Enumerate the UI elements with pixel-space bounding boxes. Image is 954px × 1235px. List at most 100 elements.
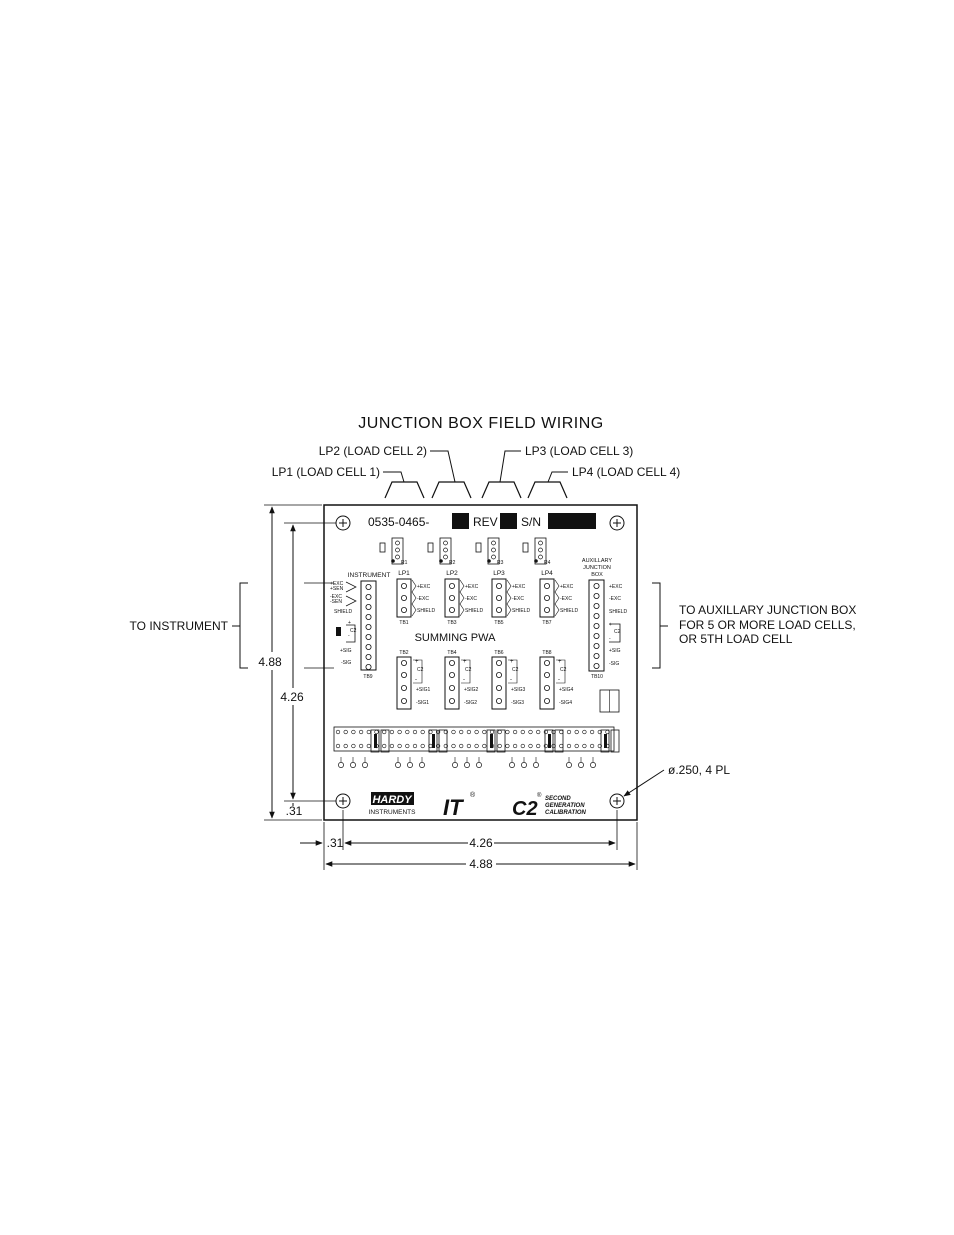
mounting-hole-icon <box>335 515 351 531</box>
sn-label: S/N <box>521 515 541 529</box>
c2-label: C2 <box>560 667 567 673</box>
pad-icon <box>391 559 395 563</box>
header-icon <box>487 537 500 565</box>
hardy-logo-subtext: INSTRUMENTS <box>369 809 417 816</box>
resistor-label: R3 <box>497 560 504 566</box>
pin-icon <box>443 547 448 553</box>
component-pad-icon <box>366 743 371 749</box>
mounting-holes <box>335 515 625 809</box>
resistor-label: R2 <box>449 560 456 566</box>
ic-icon <box>370 729 380 753</box>
terminal-pin-icon <box>365 634 372 641</box>
hole-callout-label: ø.250, 4 PL <box>668 763 730 777</box>
component-pad-icon <box>397 743 402 749</box>
dim-left-offset: .31 <box>327 836 344 850</box>
lp-label: LP4 <box>541 570 553 577</box>
test-point-icon <box>407 762 413 768</box>
ic-body-icon <box>604 734 607 748</box>
terminal-pin-icon <box>593 603 600 610</box>
terminal-pin-icon <box>593 613 600 620</box>
c2-logo: C2 ® SECOND GENERATION CALIBRATION <box>512 792 587 820</box>
component-pad-icon <box>574 729 579 735</box>
plus-mark: + <box>463 659 467 665</box>
terminal-block-icon <box>396 578 412 618</box>
dim-outer-height: 4.88 <box>258 655 282 669</box>
component-pad-icon <box>505 729 510 735</box>
exc-pin-label: -EXC <box>417 596 429 602</box>
cable-lp2-icon <box>431 481 472 499</box>
terminal-pin-icon <box>495 672 502 679</box>
resistor-label: R1 <box>401 560 408 566</box>
jumper-icon <box>475 542 482 553</box>
ic-body-icon <box>490 734 493 748</box>
terminal-pin-icon <box>448 583 455 590</box>
terminal-pin-icon <box>400 607 407 614</box>
bracket-icon <box>345 595 357 607</box>
component-pad-icon <box>474 743 479 749</box>
test-point-icon <box>350 762 356 768</box>
terminal-block-icon <box>491 656 507 710</box>
hole-callout: ø.250, 4 PL <box>623 763 730 797</box>
minus-mark: - <box>510 677 512 683</box>
c2-logo-line2: GENERATION <box>545 803 585 809</box>
instrument-terminal-block: INSTRUMENT +EXC+SEN-EXC-SENSHIELD+-+SIG-… <box>330 572 390 680</box>
ic-icon <box>428 729 438 753</box>
dim-inner-width: 4.26 <box>469 836 493 850</box>
component-pad-icon <box>520 743 525 749</box>
component-pad-icon <box>582 743 587 749</box>
pad-icon <box>439 559 443 563</box>
tb-label: TB3 <box>447 620 456 626</box>
component-pad-icon <box>405 729 410 735</box>
aux-terminal-block: AUXILLARY JUNCTION BOX +EXC-EXCSHIELD+C2… <box>582 558 628 680</box>
terminal-pin-icon <box>448 672 455 679</box>
tb-label: TB4 <box>447 650 456 656</box>
component-pad-icon <box>405 743 410 749</box>
instrument-pin-label: SHIELD <box>334 609 352 615</box>
tb-label: TB1 <box>399 620 408 626</box>
board-outline <box>323 504 638 821</box>
part-number: 0535-0465- <box>368 515 429 529</box>
test-point-icon <box>533 762 539 768</box>
terminal-pin-icon <box>400 595 407 602</box>
minus-mark: - <box>463 677 465 683</box>
dim-bottom-offset: .31 <box>286 804 303 818</box>
component-pad-icon <box>597 743 602 749</box>
pad-icon <box>534 559 538 563</box>
component-pad-icon <box>520 729 525 735</box>
component-pad-icon <box>536 743 541 749</box>
sn-box <box>548 513 596 529</box>
mounting-hole-icon <box>335 793 351 809</box>
terminal-pin-icon <box>448 595 455 602</box>
component-pad-icon <box>474 729 479 735</box>
terminal-block-icon <box>491 578 507 618</box>
terminal-block-icon <box>539 656 555 710</box>
wire-icon <box>459 579 465 617</box>
c2-logo-reg: ® <box>537 792 542 799</box>
pin-icon <box>538 547 543 553</box>
test-point-icon <box>578 762 584 768</box>
terminal-pin-icon <box>593 623 600 630</box>
cable-lp3-icon <box>481 481 522 499</box>
header-icon <box>391 537 404 565</box>
lp-label: LP3 <box>493 570 505 577</box>
terminal-block-icon <box>539 578 555 618</box>
component-pad-icon <box>351 743 356 749</box>
terminal-pin-icon <box>365 594 372 601</box>
c2-logo-line3: CALIBRATION <box>545 810 587 816</box>
test-point-icon <box>521 762 527 768</box>
component-pad-icon <box>466 743 472 749</box>
component-pad-icon <box>420 729 425 735</box>
terminal-pin-icon <box>365 654 372 661</box>
aux-pin-label: C2 <box>614 629 621 635</box>
pin-icon <box>491 547 496 553</box>
to-instrument-label: TO INSTRUMENT <box>130 619 229 633</box>
component-pad-icon <box>359 743 364 749</box>
terminal-pin-icon <box>400 698 407 705</box>
sig-plus-label: +SIG2 <box>464 687 479 693</box>
component-pad-icon <box>489 729 495 735</box>
terminal-pin-icon <box>400 660 407 667</box>
callout-lp3: LP3 (LOAD CELL 3) <box>525 444 633 458</box>
component-pad-icon <box>420 743 425 749</box>
component-pad-icon <box>466 729 472 735</box>
pin-icon <box>538 540 543 546</box>
